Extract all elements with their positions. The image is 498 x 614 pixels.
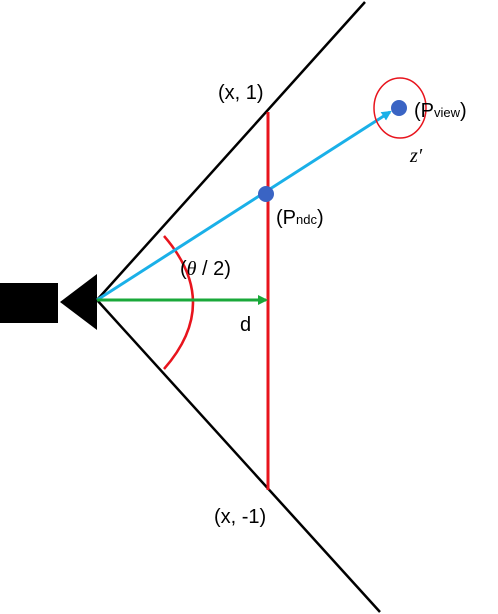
p-view-highlight-circle <box>373 77 427 139</box>
top-point-label: (x, 1) <box>218 82 264 104</box>
half-angle-arc <box>163 235 195 370</box>
view-ray-arrow <box>96 110 392 302</box>
p-view-point <box>391 100 407 116</box>
p-view-label-sub: view <box>434 105 461 120</box>
angle-label-open: ( <box>180 258 187 280</box>
camera-lens <box>60 274 97 330</box>
angle-label-theta: θ <box>187 258 197 280</box>
p-view-label-open: (P <box>414 100 434 122</box>
angle-label-rest: / 2) <box>197 258 231 280</box>
bottom-point-label: (x, -1) <box>214 506 266 528</box>
frustum-upper-edge <box>96 1 366 301</box>
p-ndc-label-sub: ndc <box>296 212 317 227</box>
p-ndc-label: (Pndc) <box>276 207 324 229</box>
p-view-label: (Pview) <box>414 100 467 122</box>
p-view-label-close: ) <box>460 100 467 122</box>
p-ndc-label-open: (P <box>276 207 296 229</box>
p-ndc-point <box>258 186 274 202</box>
angle-label: (θ / 2) <box>180 258 231 280</box>
camera-body <box>0 283 58 323</box>
p-ndc-label-close: ) <box>317 207 324 229</box>
z-prime-label: z′ <box>409 145 423 167</box>
frustum-lower-edge <box>96 299 381 613</box>
distance-label: d <box>240 314 251 336</box>
